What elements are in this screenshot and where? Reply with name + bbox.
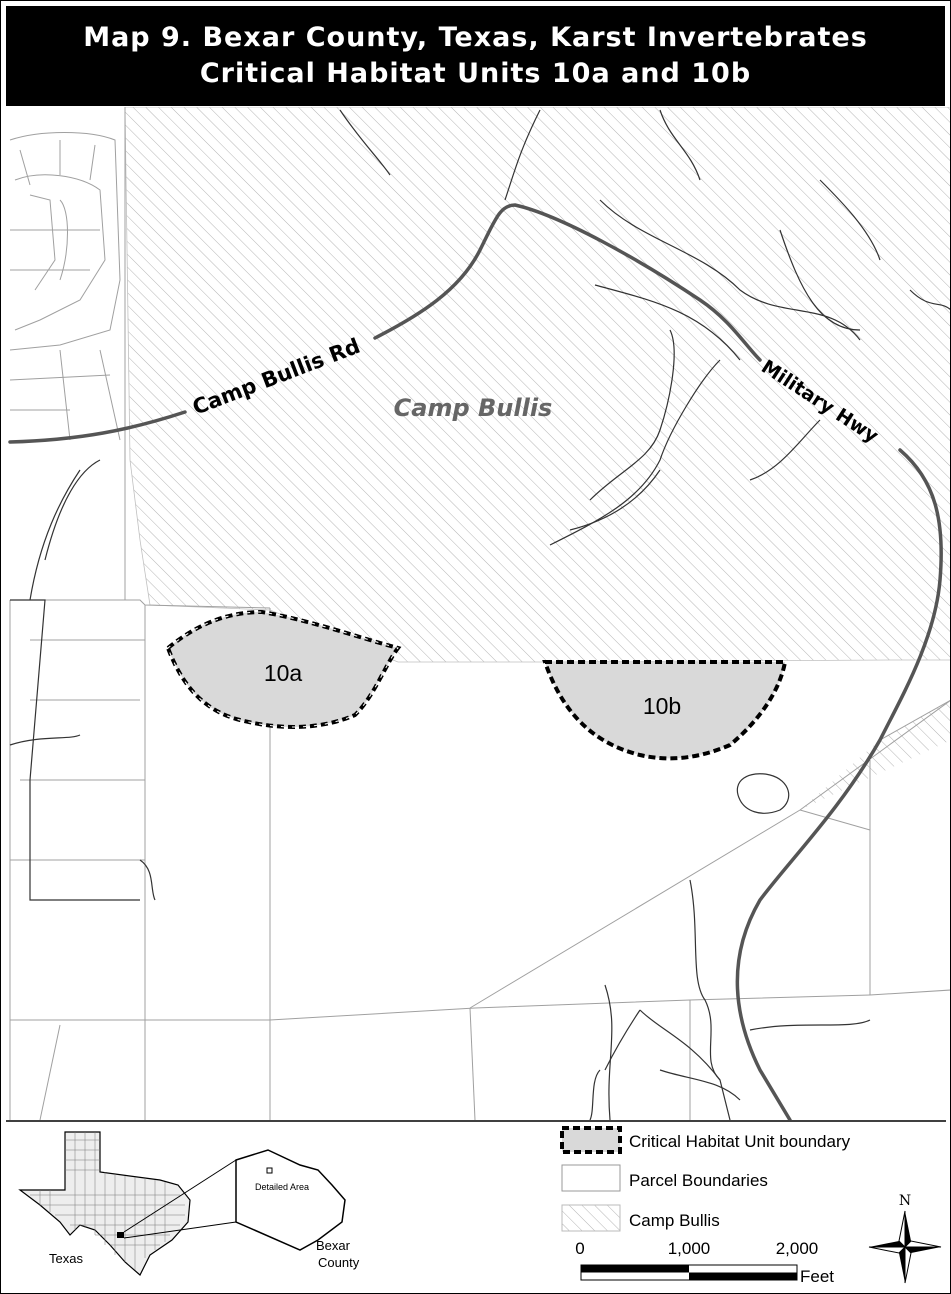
title-bar: Map 9. Bexar County, Texas, Karst Invert…: [6, 6, 945, 106]
camp-bullis-label: Camp Bullis: [394, 394, 553, 422]
legend-swatch-habitat: [560, 1126, 622, 1154]
camp-bullis-area: [124, 107, 950, 663]
parcel-boundaries: [9, 107, 950, 1120]
texas-label: Texas: [49, 1251, 83, 1266]
north-arrow-icon: [868, 1210, 942, 1284]
legend-swatch-parcel: [561, 1164, 621, 1192]
scale-unit: Feet: [800, 1267, 834, 1286]
scale-tick-2000: 2,000: [776, 1239, 819, 1258]
camp-bullis-road: [8, 410, 187, 444]
legend-label-habitat: Critical Habitat Unit boundary: [629, 1132, 851, 1151]
military-highway: [735, 448, 943, 1120]
bexar-county-outline: [235, 1149, 346, 1251]
north-label: N: [899, 1193, 911, 1209]
unit-10a-label: 10a: [264, 660, 303, 686]
bexar-county-marker: [117, 1232, 124, 1238]
texas-inset: Texas: [18, 1131, 237, 1276]
habitat-unit-10b: [542, 660, 788, 761]
detailed-area-label: Detailed Area: [255, 1182, 309, 1192]
roads: [8, 203, 943, 1120]
streams: [9, 109, 950, 1120]
detailed-area-marker: [266, 1167, 273, 1174]
bexar-label: Bexar: [316, 1238, 351, 1253]
county-label: County: [318, 1255, 360, 1270]
legend-swatch-camp: [561, 1204, 621, 1232]
map-title-line1: Map 9. Bexar County, Texas, Karst Invert…: [83, 22, 868, 53]
scale-tick-1000: 1,000: [668, 1239, 711, 1258]
legend: Critical Habitat Unit boundary Parcel Bo…: [560, 1126, 851, 1232]
bexar-county-inset: Detailed Area Bexar County: [235, 1149, 360, 1270]
scale-tick-0: 0: [575, 1239, 584, 1258]
legend-label-camp: Camp Bullis: [629, 1211, 720, 1230]
legend-label-parcel: Parcel Boundaries: [629, 1171, 768, 1190]
map-title-line2: Critical Habitat Units 10a and 10b: [199, 58, 752, 89]
unit-10b-label: 10b: [643, 693, 681, 719]
scale-bar: 0 1,000 2,000 Feet: [575, 1239, 834, 1286]
